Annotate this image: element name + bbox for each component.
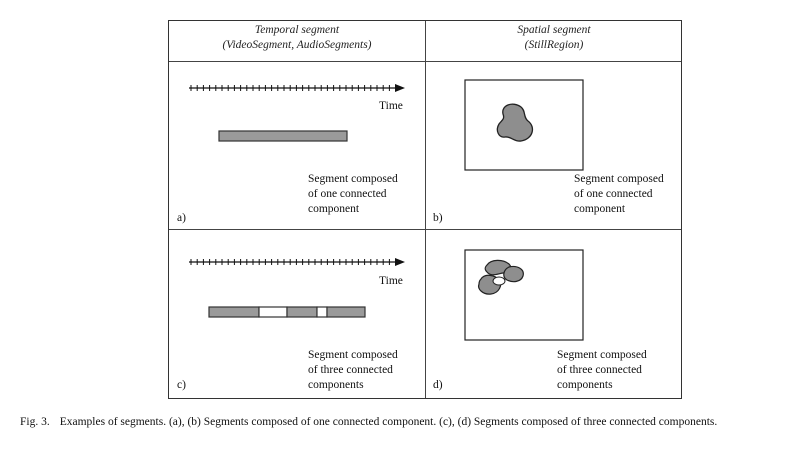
segment-bar-a: [218, 130, 348, 142]
panel-b-line2: of one connected: [574, 188, 653, 200]
panel-label-d: d): [433, 379, 443, 391]
spatial-header: Spatial segment (StillRegion): [426, 23, 682, 53]
time-label-c: Time: [379, 275, 403, 287]
panel-d-line3: components: [557, 379, 613, 391]
region-blob-b: [496, 103, 534, 142]
panel-a-line1: Segment composed: [308, 173, 398, 185]
figure-caption-text: Examples of segments. (a), (b) Segments …: [59, 416, 718, 428]
panel-d-text: Segment composed of three connected comp…: [557, 348, 647, 393]
segment-piece-c2: [286, 306, 318, 318]
axis-arrowhead: [395, 84, 405, 92]
time-axis-c: [189, 258, 405, 266]
panel-label-c: c): [177, 379, 186, 391]
temporal-header-title: Temporal segment: [254, 24, 340, 36]
column-divider: [425, 21, 426, 398]
panel-b-line3: component: [574, 203, 626, 215]
panel-c-line2: of three connected: [308, 364, 393, 376]
panel-c-text: Segment composed of three connected comp…: [308, 348, 398, 393]
panel-label-a: a): [177, 212, 186, 224]
temporal-header-subtitle: (VideoSegment, AudioSegments): [222, 39, 372, 51]
panel-a-text: Segment composed of one connected compon…: [308, 172, 398, 217]
header-divider: [169, 61, 681, 62]
figure-number: Fig. 3.: [20, 416, 50, 428]
segments-figure: Temporal segment (VideoSegment, AudioSeg…: [168, 20, 682, 399]
still-frame-d: [464, 249, 584, 341]
figure-drawings: [189, 79, 584, 341]
panel-c-line1: Segment composed: [308, 349, 398, 361]
segment-piece-c3: [326, 306, 366, 318]
time-axis-a: [189, 84, 405, 92]
segment-gap-c1: [258, 306, 288, 318]
panel-d-line1: Segment composed: [557, 349, 647, 361]
panel-c-line3: components: [308, 379, 364, 391]
panel-b-text: Segment composed of one connected compon…: [574, 172, 664, 217]
region-blob-d3: [503, 265, 524, 283]
row-divider: [169, 229, 681, 230]
panel-a-line2: of one connected: [308, 188, 387, 200]
panel-b-line1: Segment composed: [574, 173, 664, 185]
panel-d-line2: of three connected: [557, 364, 642, 376]
spatial-header-subtitle: (StillRegion): [524, 39, 584, 51]
segment-bar-c: [208, 306, 366, 318]
panel-a-line3: component: [308, 203, 360, 215]
spatial-header-title: Spatial segment: [517, 24, 591, 36]
time-label-a: Time: [379, 100, 403, 112]
panel-label-b: b): [433, 212, 443, 224]
segment-piece-c1: [208, 306, 260, 318]
axis-arrowhead: [395, 258, 405, 266]
segment-gap-c2: [316, 306, 328, 318]
region-blobs-d: [478, 259, 524, 295]
region-hole-d: [492, 276, 506, 286]
figure-caption: Fig. 3. Examples of segments. (a), (b) Se…: [20, 416, 717, 428]
temporal-header: Temporal segment (VideoSegment, AudioSeg…: [169, 23, 425, 53]
